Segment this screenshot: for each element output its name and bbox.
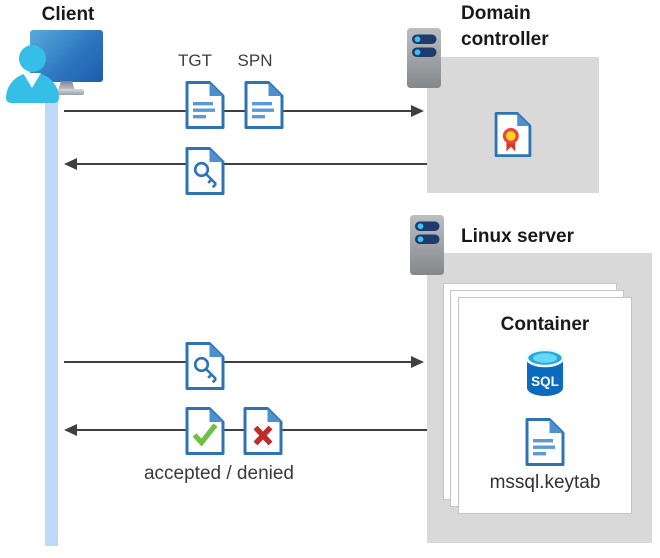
arrowhead-right-icon [411,105,424,117]
arrowhead-left-icon [64,424,77,436]
domain-controller-label: Domain controller [461,3,549,50]
tgt-label: TGT [178,51,212,70]
arrowhead-right-icon [411,356,424,368]
container-label: Container [500,314,590,335]
check-document-icon [184,406,226,456]
user-icon [19,45,46,72]
linux-server-label: Linux server [461,226,574,247]
tgt-document-icon [184,80,226,130]
spn-label: SPN [237,51,273,70]
sql-label: SQL [531,374,559,389]
monitor-stand-base [49,89,84,95]
keytab-document-icon [524,417,566,467]
sql-database-icon: SQL [525,349,565,396]
user-icon-collar [23,73,41,88]
monitor-stand [58,81,75,90]
key-document-icon [184,146,226,196]
spn-document-icon [243,80,285,130]
arrow-dc-to-client [76,163,427,165]
server-icon [406,27,442,89]
server-icon [409,214,445,276]
arrowhead-left-icon [64,158,77,170]
accepted-denied-label: accepted / denied [143,463,294,484]
key-document-icon [184,341,226,391]
container-card [458,297,632,514]
arrow-client-to-server [64,361,413,363]
certificate-icon [493,111,533,158]
x-document-icon [242,406,284,456]
client-label: Client [41,4,95,25]
client-lifeline [45,94,58,546]
keytab-file-label: mssql.keytab [489,472,601,493]
arrow-client-to-dc [64,110,413,112]
